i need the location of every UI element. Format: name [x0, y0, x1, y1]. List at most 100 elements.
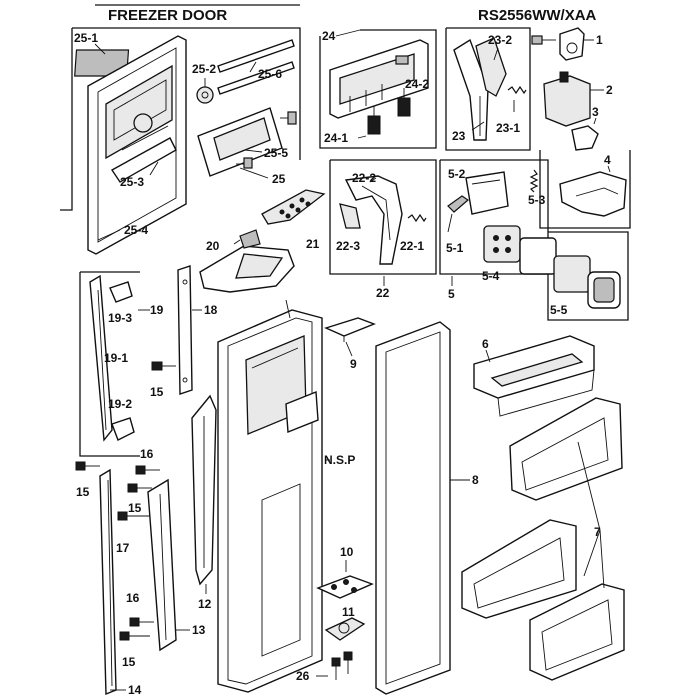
- label-5-2: 5-2: [448, 167, 466, 181]
- screw-icon: [127, 483, 152, 493]
- hinge-parts-group: 1 2 3 4: [531, 27, 631, 229]
- label-26: 26: [296, 669, 310, 683]
- part-24-2-switch: [397, 97, 411, 117]
- label-23: 23: [452, 129, 466, 143]
- label-24-1: 24-1: [324, 131, 348, 145]
- freezer-door: N.S.P: [217, 299, 355, 693]
- screw-icon: [151, 361, 176, 371]
- part-25-1-label-plate: [74, 49, 130, 77]
- dispenser-lever-group: 22-2 22-3 22-1 22: [329, 159, 437, 300]
- hinge-plate-group: 10 11 26: [296, 545, 374, 683]
- label-22-1: 22-1: [400, 239, 424, 253]
- label-25-4: 25-4: [124, 223, 148, 237]
- part-10-plate: [316, 575, 374, 599]
- label-16-upper: 16: [140, 447, 154, 461]
- screw-icon: [343, 651, 353, 674]
- label-20: 20: [206, 239, 220, 253]
- screw-icon: [331, 657, 341, 680]
- label-11: 11: [342, 605, 355, 619]
- part-6-bin: 6: [473, 335, 595, 417]
- label-21: 21: [306, 237, 320, 251]
- label-19-3: 19-3: [108, 311, 132, 325]
- label-25: 25: [272, 172, 286, 186]
- handle-bracket-group: 18 15: [150, 265, 218, 399]
- part-11-hinge: [324, 617, 366, 641]
- label-15-upper: 15: [150, 385, 164, 399]
- label-17: 17: [116, 541, 130, 555]
- handle-group: 19 19-3 19-1 19-2: [79, 271, 164, 457]
- part-14-trim: [99, 468, 117, 696]
- label-nsp: N.S.P: [324, 453, 355, 467]
- screw-icon: [129, 617, 154, 627]
- label-24-2: 24-2: [405, 77, 429, 91]
- label-25-6: 25-6: [258, 67, 282, 81]
- label-15-lower: 15: [122, 655, 136, 669]
- part-23-1-spring: [507, 85, 527, 95]
- door-bins-group: 6 7: [461, 335, 625, 681]
- dispenser-cover-group: 25-1 25-2 25-6 25-5 25-3 25 25-4: [60, 27, 301, 255]
- part-1-bracket: [559, 27, 585, 61]
- screw-icon: [135, 465, 160, 475]
- label-5-5: 5-5: [550, 303, 568, 317]
- screw-icon: [236, 157, 253, 169]
- part-19-3-cap: [109, 281, 133, 303]
- part-19-2-cap: [111, 417, 135, 441]
- part-19-1-handle: [89, 274, 113, 442]
- diagram-title: FREEZER DOOR: [108, 7, 227, 24]
- part-22-lever: [344, 175, 403, 265]
- model-number: RS2556WW/XAA: [478, 7, 597, 24]
- label-19: 19: [150, 303, 164, 317]
- label-25-3: 25-3: [120, 175, 144, 189]
- part-13-handle-trim: [147, 478, 177, 652]
- part-7-bin: [509, 397, 623, 501]
- label-25-1: 25-1: [74, 31, 98, 45]
- label-22-3: 22-3: [336, 239, 360, 253]
- label-13: 13: [192, 623, 206, 637]
- label-7: 7: [594, 525, 601, 539]
- part-25-2-washer: [196, 86, 214, 104]
- label-12: 12: [198, 597, 212, 611]
- label-1: 1: [596, 33, 603, 47]
- lever-group: 23-2 23-1 23: [445, 27, 531, 151]
- label-5: 5: [448, 287, 455, 301]
- screw-icon: [117, 511, 150, 521]
- part-22-1-spring: [407, 213, 427, 223]
- screw-icon: [280, 111, 297, 125]
- label-19-1: 19-1: [104, 351, 128, 365]
- chute-group: 20 21: [199, 189, 326, 293]
- part-4-hinge-cover: [559, 171, 627, 217]
- part-23-lever: [453, 38, 489, 141]
- label-15-mid: 15: [128, 501, 142, 515]
- door-trim-group: 14 13 15 16 15 17 16: [75, 447, 206, 697]
- gasket-group: 8: [375, 321, 479, 695]
- label-25-2: 25-2: [192, 62, 216, 76]
- label-2: 2: [606, 83, 613, 97]
- label-5-4: 5-4: [482, 269, 500, 283]
- screw-icon: [75, 461, 100, 471]
- label-18: 18: [204, 303, 218, 317]
- label-4: 4: [604, 153, 611, 167]
- label-23-1: 23-1: [496, 121, 520, 135]
- part-5-1-arm: [447, 195, 469, 213]
- part-5-3-spring: [529, 169, 539, 193]
- label-9: 9: [350, 357, 357, 371]
- label-3: 3: [592, 105, 599, 119]
- label-5-3: 5-3: [528, 193, 546, 207]
- part-3-clip: [571, 125, 599, 151]
- label-25-5: 25-5: [264, 146, 288, 160]
- part-5-2-flap: [465, 171, 509, 215]
- label-6: 6: [482, 337, 489, 351]
- part-25-6-strip-lower: [217, 61, 295, 95]
- part-8-gasket: [375, 321, 451, 695]
- label-15-left: 15: [76, 485, 90, 499]
- part-25-6-strip-upper: [217, 39, 295, 73]
- label-14: 14: [128, 683, 142, 697]
- part-5-4-pad: [483, 225, 521, 263]
- label-5-1: 5-1: [446, 241, 464, 255]
- screw-icon: [531, 35, 556, 45]
- part-22-3-pad: [339, 203, 361, 229]
- cap-group: 9: [324, 317, 376, 371]
- label-23-2: 23-2: [488, 33, 512, 47]
- flap-group: 5-2 5-3 5-1 5-4 5-5 5: [439, 159, 629, 321]
